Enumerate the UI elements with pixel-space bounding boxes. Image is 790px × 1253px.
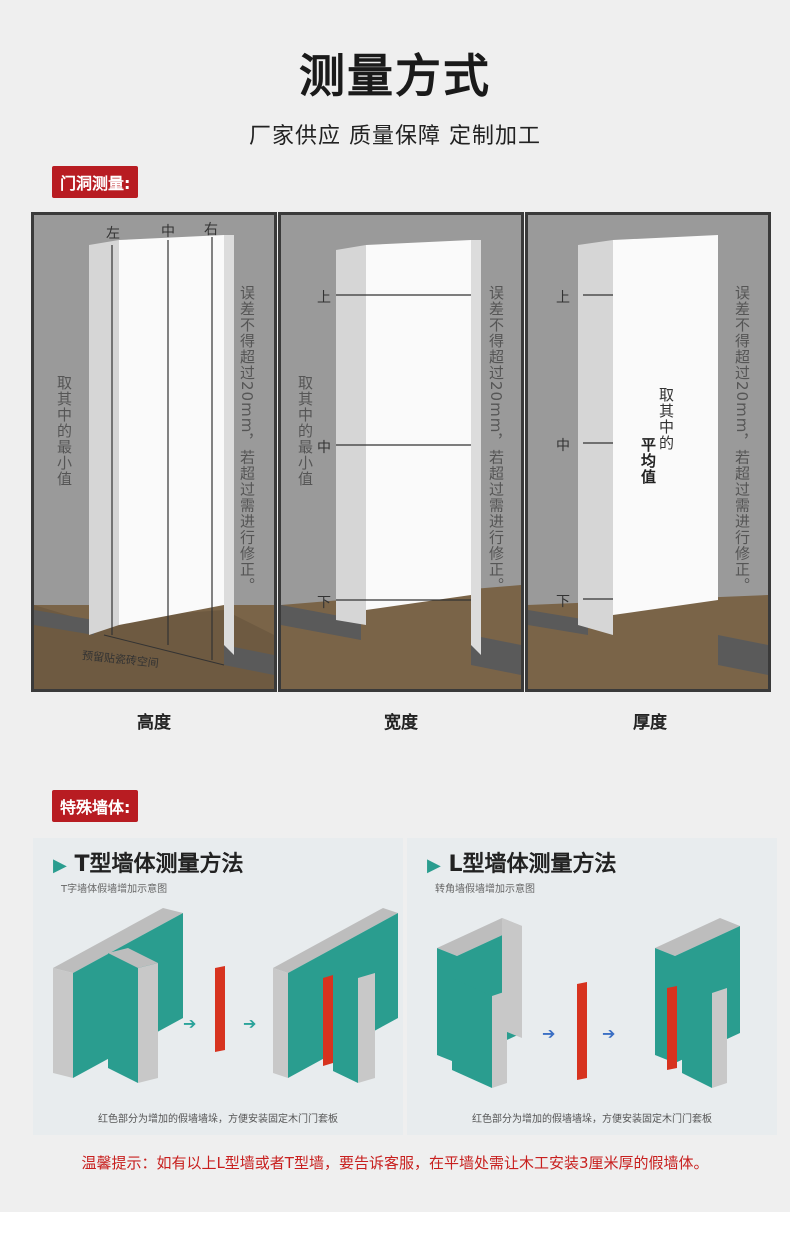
label-middle: 中 xyxy=(161,224,175,240)
thickness-diagram xyxy=(528,235,768,689)
min-value-note: 取其中的最小值 xyxy=(55,375,73,487)
width-diagram xyxy=(281,240,521,689)
card-t-title: ▶ T型墙体测量方法 xyxy=(53,852,244,877)
label-middle: 中 xyxy=(317,440,331,456)
page-background: 测量方式 厂家供应 质量保障 定制加工 门洞测量: 左 中 右 取其中的最小值 … xyxy=(0,0,790,1212)
card-l-note: 红色部分为增加的假墙墙垛，方便安装固定木门门套板 xyxy=(472,1114,712,1125)
panel-thickness: 上 中 下 取其中的 平均值 误差不得超过20mm，若超过需进行修正。 xyxy=(525,212,771,692)
card-l-title: ▶ L型墙体测量方法 xyxy=(427,852,617,877)
label-bottom: 下 xyxy=(556,594,570,610)
section-tag-special-wall: 特殊墙体: xyxy=(52,790,139,822)
card-t-subtitle: T字墙体假墙增加示意图 xyxy=(61,884,168,895)
page-subtitle: 厂家供应 质量保障 定制加工 xyxy=(249,124,541,149)
l-wall-diagram: ➔ ➔ xyxy=(437,918,740,1088)
average-note-bold: 平均值 xyxy=(639,437,657,485)
label-bottom: 下 xyxy=(317,595,331,611)
min-value-note: 取其中的最小值 xyxy=(296,375,314,487)
label-middle: 中 xyxy=(556,438,570,454)
label-left: 左 xyxy=(106,226,120,242)
tolerance-note: 误差不得超过20mm，若超过需进行修正。 xyxy=(733,285,751,594)
panel-width: 上 中 下 取其中的最小值 误差不得超过20mm，若超过需进行修正。 xyxy=(278,212,524,692)
height-diagram xyxy=(34,235,274,689)
svg-text:➔: ➔ xyxy=(542,1024,555,1043)
tolerance-note: 误差不得超过20mm，若超过需进行修正。 xyxy=(487,285,505,594)
card-t-note: 红色部分为增加的假墙墙垛，方便安装固定木门门套板 xyxy=(98,1114,338,1125)
card-t-wall: ▶ T型墙体测量方法 T字墙体假墙增加示意图 ➔ ➔ 红色部分为增加的假墙墙垛，… xyxy=(33,838,403,1135)
label-top: 上 xyxy=(556,290,570,306)
caption-width: 宽度 xyxy=(384,713,418,733)
svg-text:➔: ➔ xyxy=(602,1024,615,1043)
caption-thickness: 厚度 xyxy=(633,713,667,733)
card-l-wall: ▶ L型墙体测量方法 转角墙假墙增加示意图 ➔ ➔ 红色部分为增加的假墙墙垛，方… xyxy=(407,838,777,1135)
caption-height: 高度 xyxy=(137,713,171,733)
label-right: 右 xyxy=(204,222,218,238)
section-tag-door-hole: 门洞测量: xyxy=(52,166,139,198)
card-l-subtitle: 转角墙假墙增加示意图 xyxy=(435,884,535,895)
t-wall-diagram: ➔ ➔ xyxy=(53,908,398,1083)
page-title: 测量方式 xyxy=(299,49,491,103)
svg-text:➔: ➔ xyxy=(243,1014,256,1033)
panel-height: 左 中 右 取其中的最小值 误差不得超过20mm，若超过需进行修正。 预留贴瓷砖… xyxy=(31,212,277,692)
tolerance-note: 误差不得超过20mm，若超过需进行修正。 xyxy=(238,285,256,594)
triangle-icon: ▶ xyxy=(53,855,67,876)
warm-tip: 温馨提示：如有以上L型墙或者T型墙，要告诉客服，在平墙处需让木工安装3厘米厚的假… xyxy=(81,1154,709,1172)
triangle-icon: ▶ xyxy=(427,855,441,876)
average-note-prefix: 取其中的 xyxy=(657,387,675,451)
svg-text:➔: ➔ xyxy=(183,1014,196,1033)
label-top: 上 xyxy=(317,290,331,306)
